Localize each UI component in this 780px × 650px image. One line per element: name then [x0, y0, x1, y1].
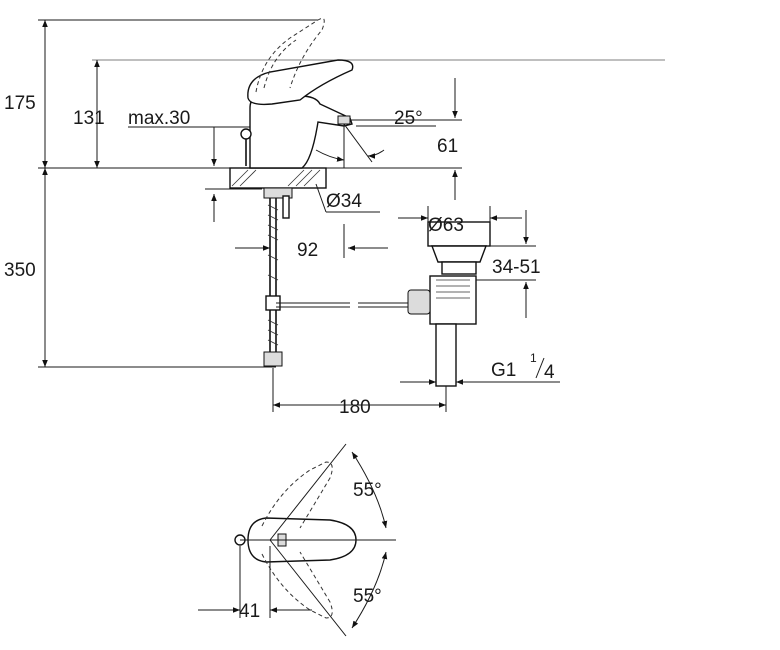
angle-arc-right [367, 149, 385, 159]
thread-label-main: G1 [491, 360, 516, 381]
drain-thread [436, 279, 470, 299]
hose-nut [263, 351, 283, 367]
side-view [38, 17, 665, 412]
label-61: 61 [437, 136, 458, 157]
top-angle-arc-upper [351, 451, 388, 529]
thread-fraction-slash [535, 357, 545, 379]
angle-arc-left [315, 149, 345, 162]
label-92: 92 [297, 240, 318, 261]
top-angle-line-upper [269, 443, 347, 541]
deck-hatch [231, 169, 321, 187]
drain-body-top [430, 245, 488, 263]
top-view [198, 443, 396, 637]
shank [263, 187, 293, 199]
top-lever-rotated-upper [261, 461, 333, 529]
label-max30: max.30 [128, 108, 190, 129]
label-131: 131 [73, 108, 105, 129]
label-thread-g1-1-4: G1 1 4 [491, 351, 555, 383]
label-34-51: 34-51 [492, 257, 541, 278]
thread-label-denominator: 4 [544, 362, 555, 383]
label-dia63: Ø63 [428, 215, 464, 236]
aerator [337, 115, 351, 125]
faucet-body [249, 95, 353, 169]
top-angle-arc-lower [351, 551, 388, 629]
top-angle-line-lower [269, 539, 347, 637]
label-angle-55-bottom: 55° [353, 586, 382, 607]
angle-ref-slanted [343, 123, 373, 163]
label-350: 350 [4, 260, 36, 281]
drain-body [429, 275, 477, 325]
label-41: 41 [239, 601, 260, 622]
label-angle-55-top: 55° [353, 480, 382, 501]
drain-pivot-nut [407, 289, 431, 315]
lever-raised-inner [263, 39, 297, 89]
lever-raised-outline [255, 17, 325, 93]
label-angle-25: 25° [394, 108, 423, 129]
thread-label-numerator: 1 [530, 351, 537, 365]
lever-handle [247, 59, 354, 106]
hose-right-stub [282, 195, 290, 219]
drain-tailpiece [435, 323, 457, 387]
label-180: 180 [339, 397, 371, 418]
drain-collar [441, 261, 477, 275]
dia34-leader [315, 183, 327, 213]
label-175: 175 [4, 93, 36, 114]
popup-rod-knob [240, 128, 252, 140]
hose-braid [267, 204, 279, 346]
top-lever-rotated-lower [261, 551, 333, 619]
label-dia34: Ø34 [326, 191, 362, 212]
